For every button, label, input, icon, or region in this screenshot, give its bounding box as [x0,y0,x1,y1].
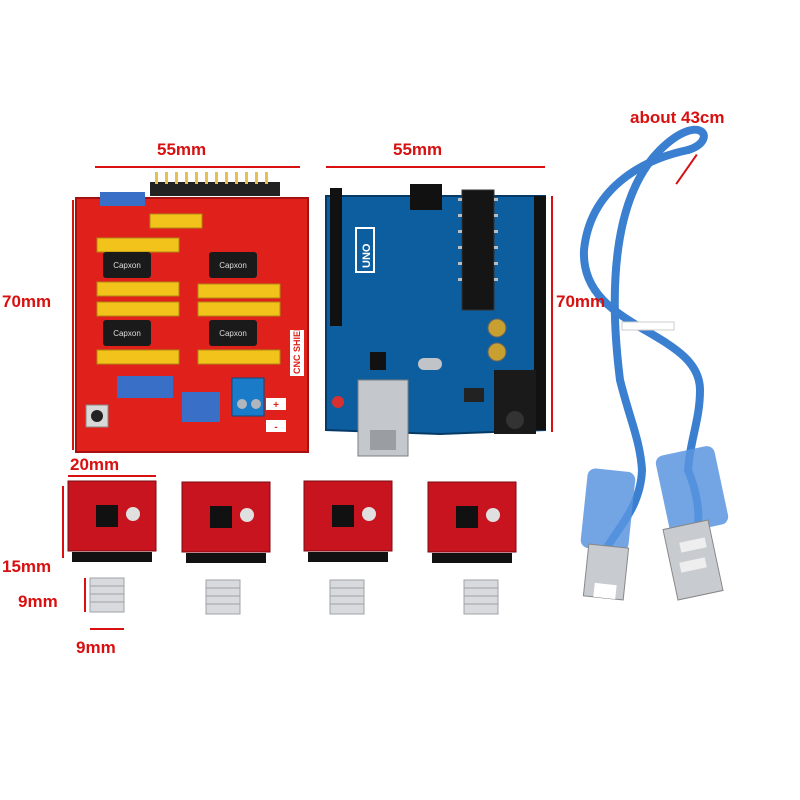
uno-board: UNO [325,184,546,457]
heatsink [89,577,125,613]
capacitor-label: Capxon [219,329,247,338]
uno-width-label: 55mm [393,140,443,159]
power-minus-label: - [274,422,277,433]
capacitor-label: Capxon [219,261,247,270]
endstop-pins [117,376,220,422]
uno-height-line [551,196,553,432]
capacitors: Capxon Capxon Capxon Capxon [103,252,257,346]
driver-width-line [68,475,156,477]
driver-height-line [62,486,64,558]
heatsink-height-line [84,578,86,612]
stepper-driver [181,481,271,563]
uno-label: UNO [361,243,373,268]
cable-length-label: about 43cm [630,108,725,127]
heatsink [463,579,499,615]
shield-label-text: CNC SHIELD [292,318,302,374]
heatsink [329,579,365,615]
usb-a-plug [655,446,729,601]
usb-b-jack [357,379,409,457]
power-plus-label: + [273,400,279,411]
capacitor-label: Capxon [113,329,141,338]
shield-label: CNC SHIELD [290,318,304,376]
shield-width-label: 55mm [157,140,207,159]
uno-width-line [326,166,545,168]
shield-height-label: 70mm [2,292,52,311]
uno-logo: UNO [355,227,375,273]
capacitor-label: Capxon [113,261,141,270]
power-terminal: + - [231,377,286,433]
cable-tie [621,321,675,331]
usb-b-plug [580,468,636,601]
uno-height-label: 70mm [556,292,606,311]
stepper-driver [303,480,393,562]
cnc-shield-board: Capxon Capxon Capxon Capxon CNC SHIELD +… [75,172,309,453]
heatsink-width-label: 9mm [76,638,116,657]
driver-width-label: 20mm [70,455,120,474]
driver-height-label: 15mm [2,557,52,576]
heatsink-width-line [90,628,124,630]
shield-width-line [95,166,300,168]
heatsink-height-label: 9mm [18,592,58,611]
stepper-driver [67,480,157,562]
stepper-driver [427,481,517,563]
reset-button [85,404,109,428]
shield-height-line [72,200,74,450]
dc-barrel-jack [494,370,536,434]
driver-sockets [96,213,281,365]
heatsink [205,579,241,615]
top-header-pins [100,172,280,206]
